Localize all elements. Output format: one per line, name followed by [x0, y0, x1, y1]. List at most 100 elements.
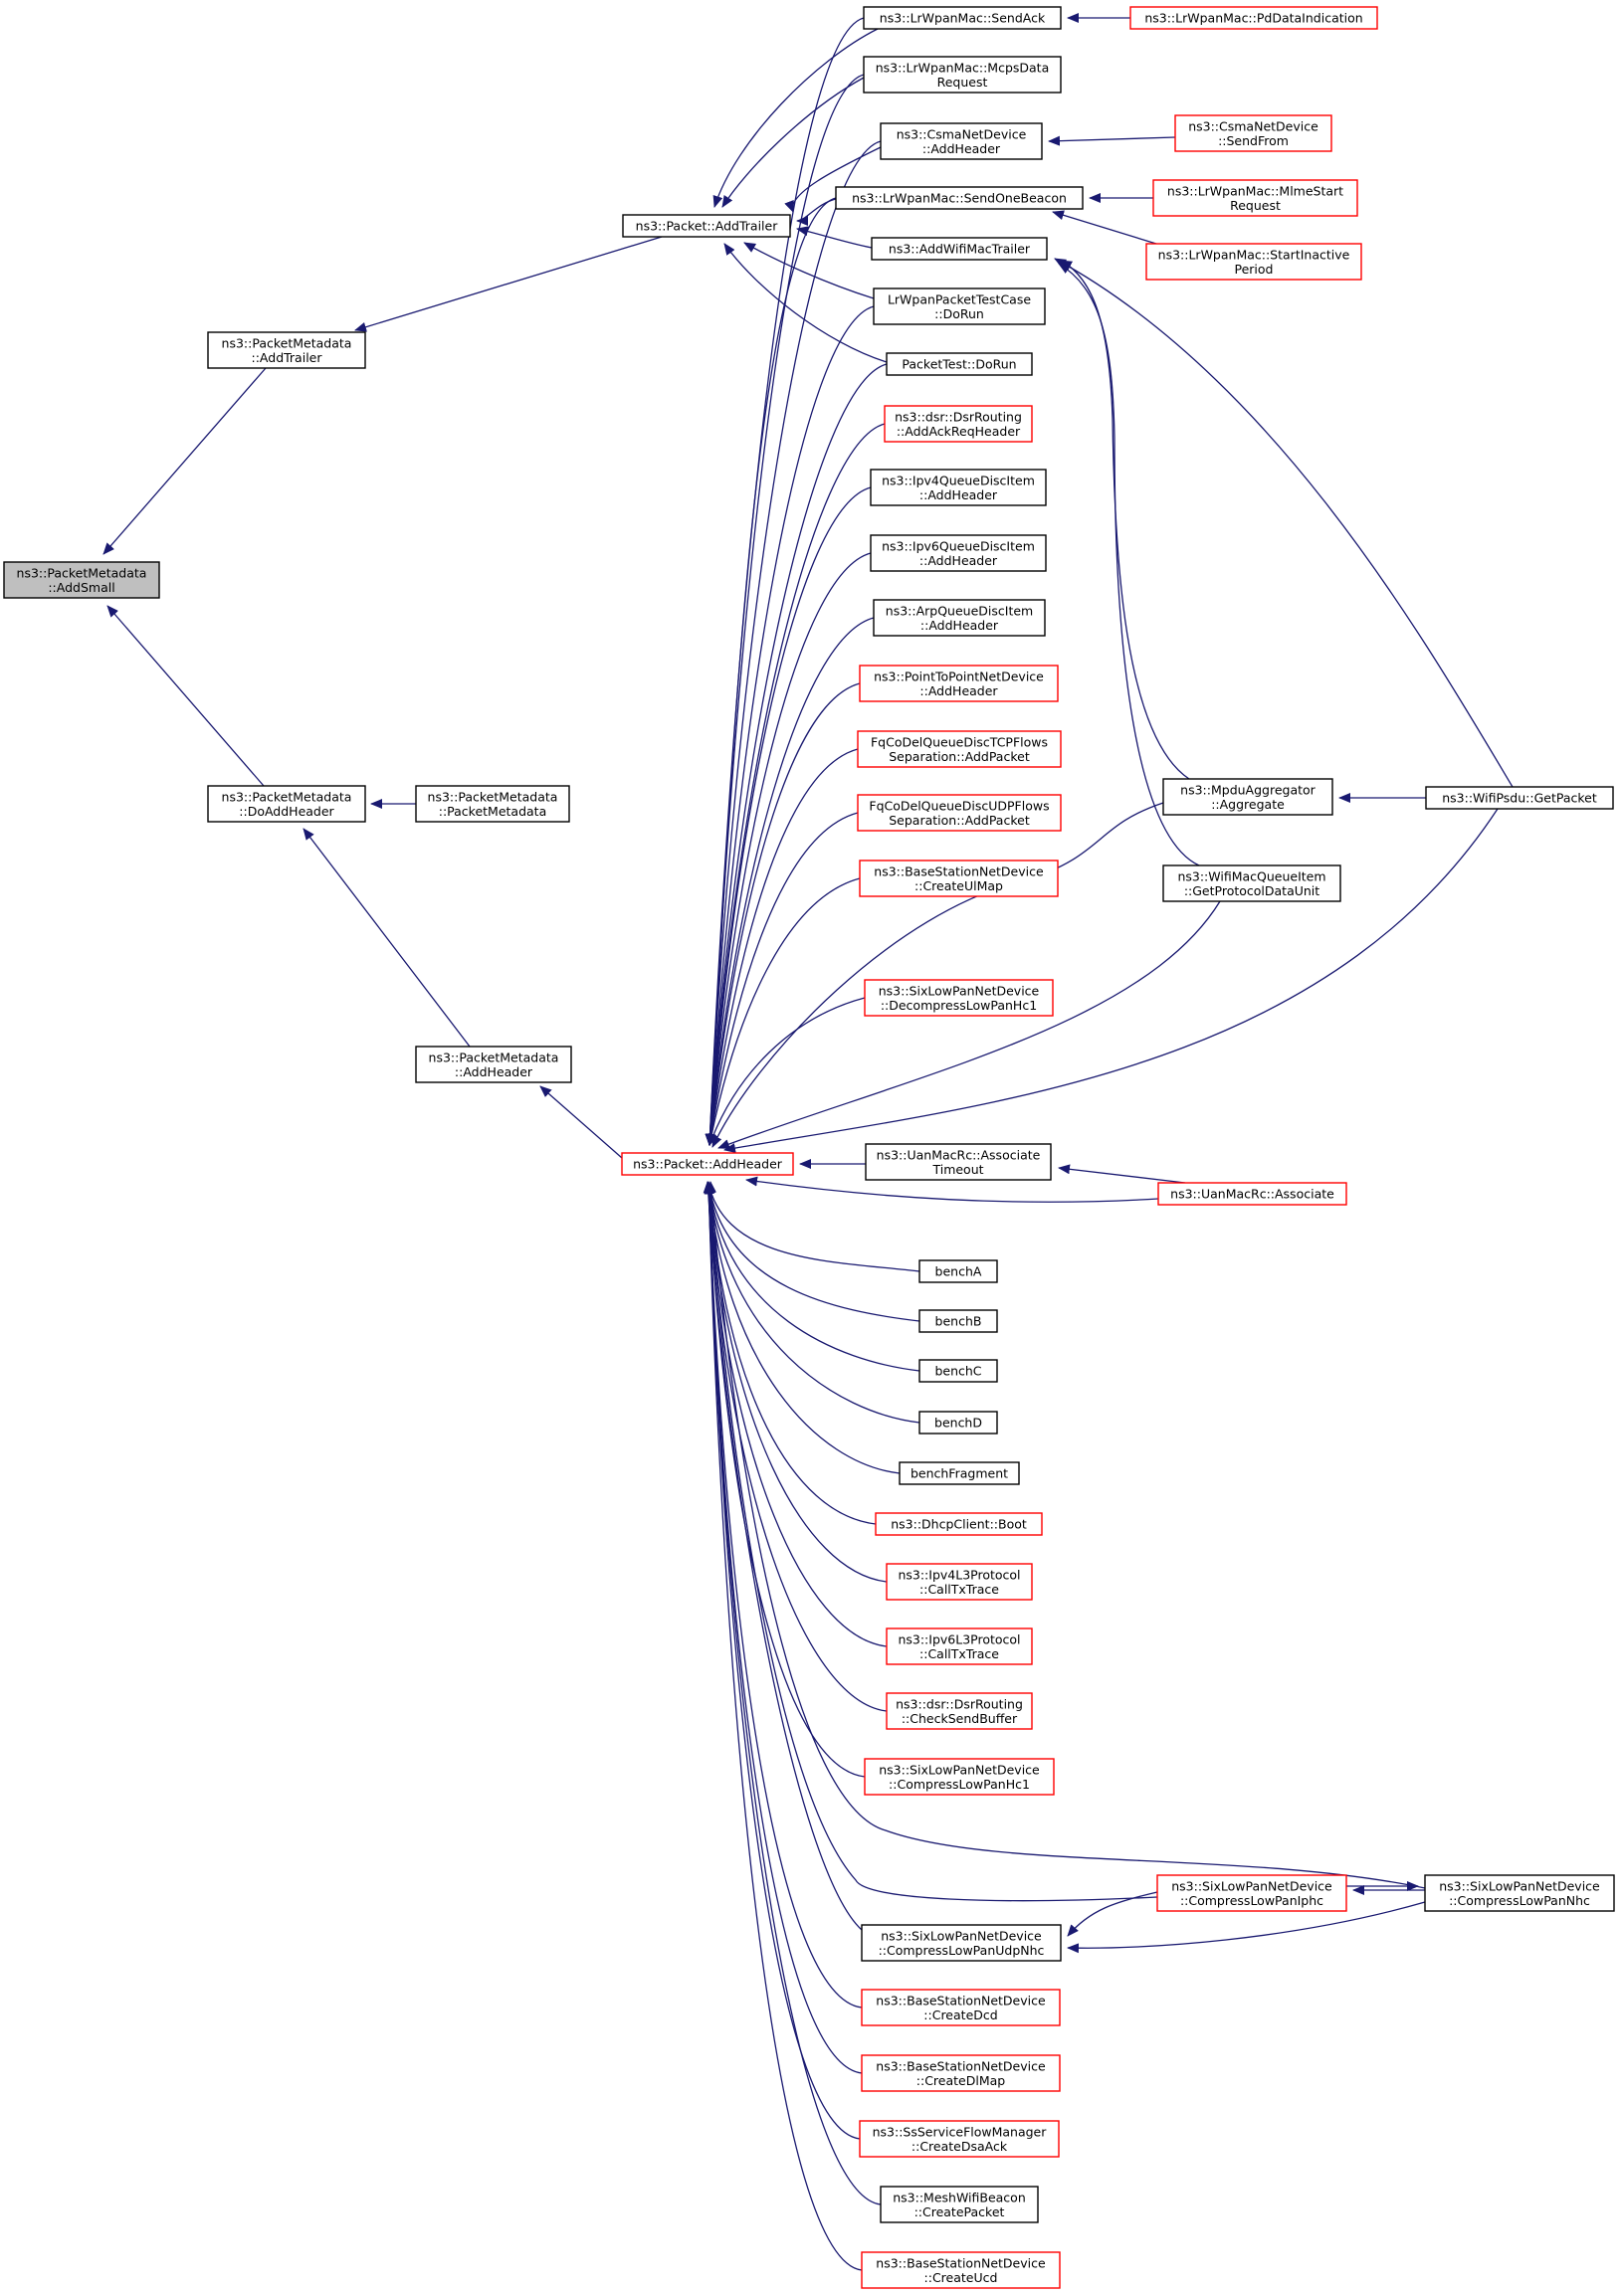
- graph-node-ipv6l3[interactable]: ns3::Ipv6L3Protocol::CallTxTrace: [886, 1627, 1033, 1665]
- graph-node-pkt-addheader[interactable]: ns3::Packet::AddHeader: [621, 1152, 794, 1176]
- call-edge-bencha-to-pkt-addheader: [706, 1182, 920, 1272]
- graph-node-ss-dsa[interactable]: ns3::SsServiceFlowManager::CreateDsaAck: [859, 2120, 1060, 2158]
- node-box: [861, 1924, 1062, 1962]
- call-edge-bs-dlmap-to-pkt-addheader: [704, 1182, 863, 2074]
- graph-node-bs-dlmap[interactable]: ns3::BaseStationNetDevice::CreateDlMap: [861, 2054, 1061, 2092]
- graph-node-lr-sendack[interactable]: ns3::LrWpanMac::SendAck: [863, 6, 1062, 30]
- graph-node-lr-sendbeacon[interactable]: ns3::LrWpanMac::SendOneBeacon: [835, 186, 1084, 210]
- graph-node-uan-assoc[interactable]: ns3::UanMacRc::Associate: [1157, 1182, 1347, 1206]
- graph-node-benchc[interactable]: benchC: [918, 1359, 998, 1383]
- node-label-line: ::CreateDcd: [923, 2008, 997, 2022]
- node-box: [861, 1989, 1061, 2026]
- graph-node-six-dec[interactable]: ns3::SixLowPanNetDevice::DecompressLowPa…: [864, 979, 1054, 1017]
- node-box: [835, 186, 1084, 210]
- node-label-line: ns3::DhcpClient::Boot: [891, 1517, 1027, 1532]
- graph-node-six-iphc[interactable]: ns3::SixLowPanNetDevice::CompressLowPanI…: [1156, 1874, 1347, 1912]
- graph-node-bencha[interactable]: benchA: [918, 1259, 998, 1283]
- graph-node-benchd[interactable]: benchD: [918, 1411, 998, 1435]
- graph-node-pkt-addtrailer[interactable]: ns3::Packet::AddTrailer: [622, 214, 791, 238]
- node-label-line: ns3::WifiPsdu::GetPacket: [1442, 791, 1597, 806]
- call-edge-lr-sendack-to-pkt-addheader: [705, 17, 865, 1146]
- graph-node-bs-dcd[interactable]: ns3::BaseStationNetDevice::CreateDcd: [861, 1989, 1061, 2026]
- call-edge-uan-assoc-to-uan-timeout: [1058, 1164, 1186, 1184]
- node-box: [859, 665, 1059, 702]
- graph-node-pm-addheader[interactable]: ns3::PacketMetadata::AddHeader: [415, 1046, 572, 1083]
- graph-node-fqudp[interactable]: FqCoDelQueueDiscUDPFlowsSeparation::AddP…: [857, 794, 1062, 832]
- graph-node-pm-doaddheader[interactable]: ns3::PacketMetadata::DoAddHeader: [207, 785, 366, 823]
- node-label-line: ::PacketMetadata: [439, 804, 547, 819]
- graph-node-p2p[interactable]: ns3::PointToPointNetDevice::AddHeader: [859, 665, 1059, 702]
- node-label-line: ns3::UanMacRc::Associate: [877, 1147, 1041, 1162]
- node-box: [1145, 243, 1362, 281]
- node-label-line: ns3::ArpQueueDiscItem: [886, 603, 1033, 618]
- graph-node-benchb[interactable]: benchB: [918, 1309, 998, 1333]
- call-edge-p2p-to-pkt-addheader: [706, 682, 861, 1146]
- graph-node-wifipsdu[interactable]: ns3::WifiPsdu::GetPacket: [1425, 786, 1614, 810]
- graph-node-lrpkt-test[interactable]: LrWpanPacketTestCase::DoRun: [873, 287, 1046, 325]
- node-label-line: ::CreatePacket: [914, 2204, 1005, 2219]
- graph-node-bs-ucd[interactable]: ns3::BaseStationNetDevice::CreateUcd: [861, 2251, 1061, 2289]
- node-box: [3, 561, 160, 599]
- call-edge-six-iphc-to-six-udp: [1067, 1891, 1158, 1937]
- node-box: [1152, 179, 1358, 217]
- node-label-line: ns3::BaseStationNetDevice: [876, 2255, 1046, 2270]
- node-box: [207, 331, 366, 369]
- graph-node-six-hc1[interactable]: ns3::SixLowPanNetDevice::CompressLowPanH…: [864, 1758, 1055, 1796]
- node-box: [1162, 864, 1341, 902]
- node-label-line: ::CompressLowPanUdpNhc: [879, 1943, 1045, 1958]
- graph-node-csma-sendfrom[interactable]: ns3::CsmaNetDevice::SendFrom: [1174, 114, 1332, 152]
- graph-node-ipv6q[interactable]: ns3::Ipv6QueueDiscItem::AddHeader: [870, 534, 1047, 572]
- node-box: [621, 1152, 794, 1176]
- graph-node-pm-ctor[interactable]: ns3::PacketMetadata::PacketMetadata: [415, 785, 570, 823]
- node-label-line: ns3::MpduAggregator: [1180, 782, 1317, 797]
- node-label-line: ns3::SixLowPanNetDevice: [879, 1762, 1040, 1777]
- node-label-line: ns3::PointToPointNetDevice: [874, 669, 1044, 683]
- node-label-line: ::AddHeader: [919, 683, 998, 698]
- node-label-line: ns3::PacketMetadata: [428, 789, 558, 804]
- graph-node-pm-addtrailer[interactable]: ns3::PacketMetadata::AddTrailer: [207, 331, 366, 369]
- graph-node-pkt-test[interactable]: PacketTest::DoRun: [886, 352, 1033, 376]
- node-label-line: ns3::dsr::DsrRouting: [896, 1696, 1023, 1711]
- graph-node-dhcp[interactable]: ns3::DhcpClient::Boot: [875, 1512, 1043, 1536]
- call-edge-fqtcp-to-pkt-addheader: [706, 748, 859, 1146]
- node-label-line: ns3::PacketMetadata: [429, 1050, 559, 1064]
- call-edge-arpq-to-pkt-addheader: [706, 617, 875, 1146]
- call-edge-ipv6q-to-pkt-addheader: [705, 552, 872, 1146]
- graph-node-bs-ulmap[interactable]: ns3::BaseStationNetDevice::CreateUlMap: [859, 860, 1059, 897]
- call-edge-six-hc1-to-pkt-addheader: [704, 1182, 866, 1778]
- graph-node-mesh[interactable]: ns3::MeshWifiBeacon::CreatePacket: [880, 2186, 1039, 2223]
- graph-node-dsr-ackreq[interactable]: ns3::dsr::DsrRouting::AddAckReqHeader: [884, 405, 1033, 443]
- graph-node-benchfrag[interactable]: benchFragment: [899, 1461, 1020, 1485]
- node-label-line: ::AddAckReqHeader: [897, 424, 1021, 439]
- node-box: [861, 2251, 1061, 2289]
- graph-node-six-udp[interactable]: ns3::SixLowPanNetDevice::CompressLowPanU…: [861, 1924, 1062, 1962]
- graph-node-mpdu[interactable]: ns3::MpduAggregator::Aggregate: [1162, 778, 1333, 816]
- node-box: [886, 352, 1033, 376]
- call-edge-pkt-addtrailer-to-pm-addtrailer: [354, 236, 663, 332]
- node-label-line: ns3::SixLowPanNetDevice: [879, 983, 1040, 998]
- graph-node-csma-addheader[interactable]: ns3::CsmaNetDevice::AddHeader: [880, 122, 1043, 160]
- node-label-line: FqCoDelQueueDiscUDPFlows: [869, 798, 1049, 813]
- graph-node-fqtcp[interactable]: FqCoDelQueueDiscTCPFlowsSeparation::AddP…: [857, 730, 1062, 768]
- node-label-line: ::CallTxTrace: [919, 1582, 999, 1597]
- graph-node-addwifimac[interactable]: ns3::AddWifiMacTrailer: [871, 237, 1048, 261]
- graph-node-arpq[interactable]: ns3::ArpQueueDiscItem::AddHeader: [873, 599, 1046, 637]
- node-label-line: Separation::AddPacket: [889, 749, 1030, 764]
- graph-node-wifiq[interactable]: ns3::WifiMacQueueItem::GetProtocolDataUn…: [1162, 864, 1341, 902]
- node-box: [873, 599, 1046, 637]
- node-label-line: ::CompressLowPanIphc: [1180, 1893, 1323, 1908]
- graph-node-dsr-send[interactable]: ns3::dsr::DsrRouting::CheckSendBuffer: [886, 1692, 1033, 1730]
- node-label-line: ns3::Ipv4L3Protocol: [898, 1567, 1020, 1582]
- node-box: [875, 1512, 1043, 1536]
- graph-node-ipv4q[interactable]: ns3::Ipv4QueueDiscItem::AddHeader: [870, 469, 1047, 506]
- node-box: [1157, 1182, 1347, 1206]
- graph-node-lr-pddata[interactable]: ns3::LrWpanMac::PdDataIndication: [1129, 6, 1378, 30]
- graph-node-ipv4l3[interactable]: ns3::Ipv4L3Protocol::CallTxTrace: [886, 1563, 1033, 1601]
- node-box: [207, 785, 366, 823]
- graph-node-six-nhc[interactable]: ns3::SixLowPanNetDevice::CompressLowPanN…: [1424, 1874, 1615, 1912]
- node-label-line: ns3::BaseStationNetDevice: [874, 863, 1044, 878]
